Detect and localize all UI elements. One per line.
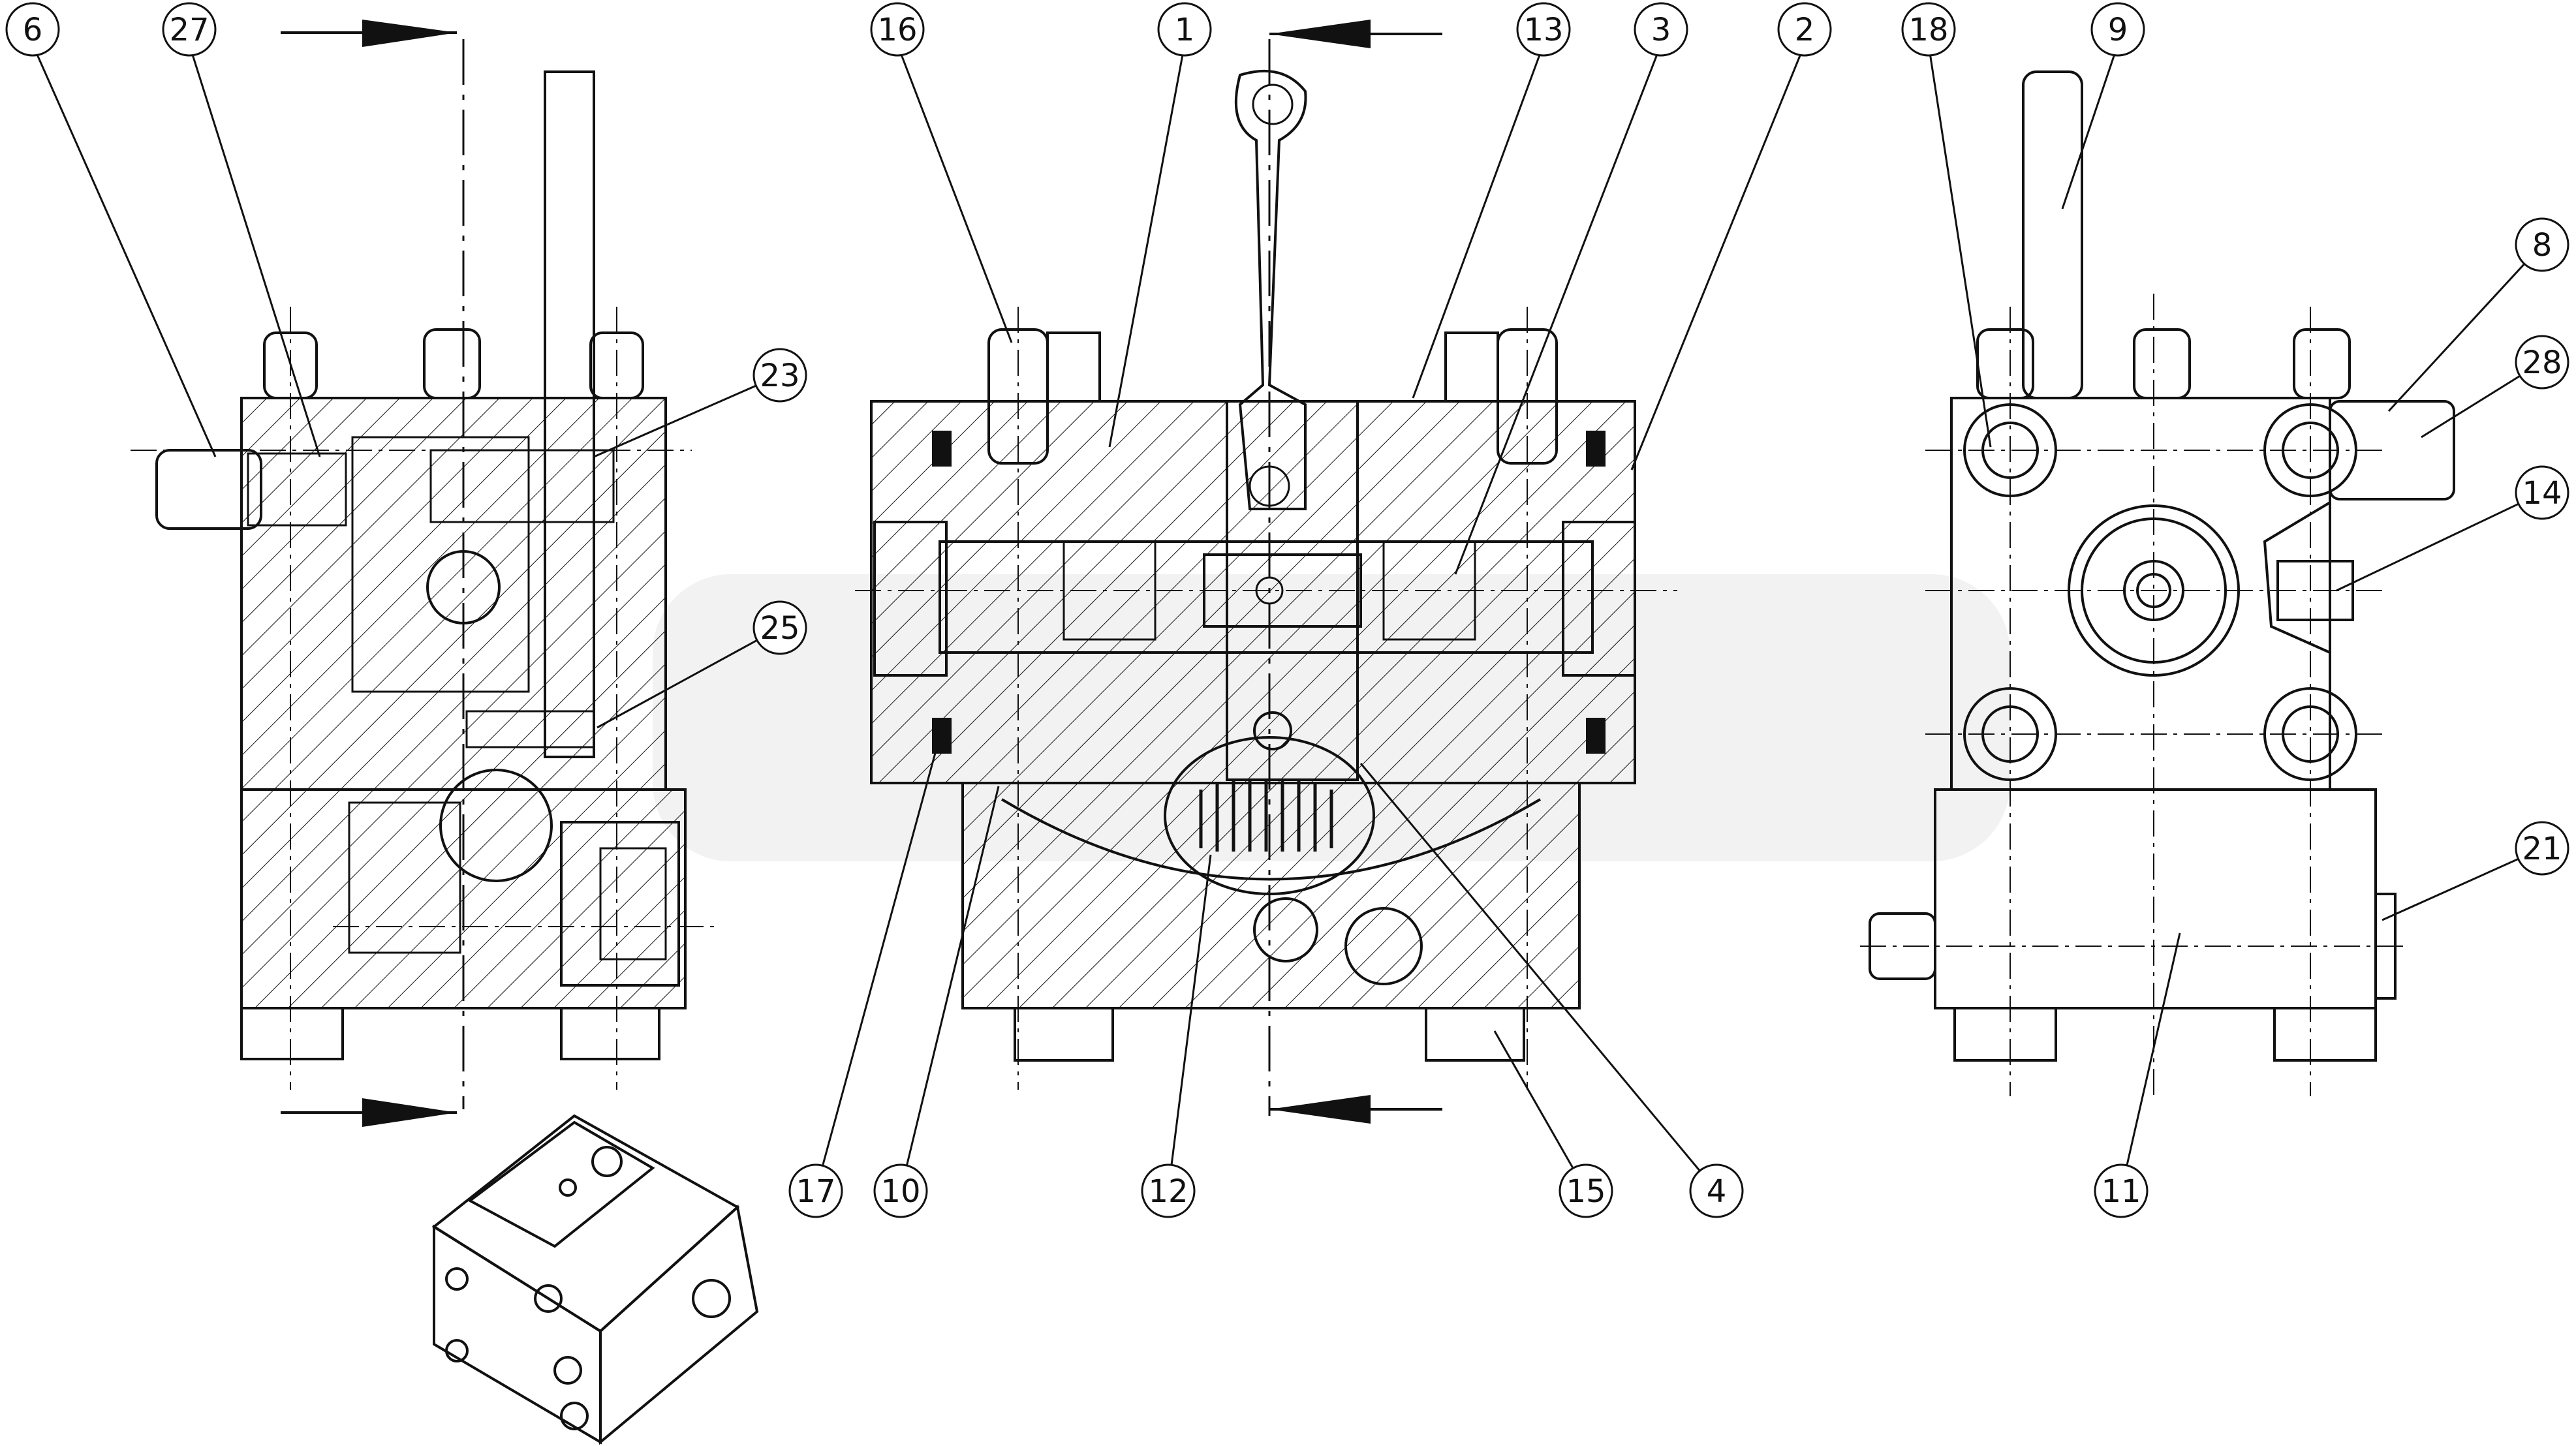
svg-text:27: 27 bbox=[169, 12, 209, 48]
left-section-view bbox=[131, 20, 718, 1127]
svg-text:12: 12 bbox=[1148, 1173, 1188, 1210]
callout-12: 12 bbox=[1141, 1163, 1196, 1218]
callout-10: 10 bbox=[873, 1163, 928, 1218]
svg-text:25: 25 bbox=[760, 610, 799, 647]
svg-text:10: 10 bbox=[880, 1173, 920, 1210]
callout-2: 2 bbox=[1777, 2, 1832, 57]
svg-text:15: 15 bbox=[1566, 1173, 1606, 1210]
svg-text:28: 28 bbox=[2522, 345, 2562, 381]
callout-9: 9 bbox=[2090, 2, 2145, 57]
svg-text:9: 9 bbox=[2108, 12, 2128, 48]
callout-28: 28 bbox=[2515, 335, 2569, 390]
svg-text:1: 1 bbox=[1175, 12, 1195, 48]
svg-text:6: 6 bbox=[23, 12, 43, 48]
svg-text:17: 17 bbox=[796, 1173, 835, 1210]
callout-16: 16 bbox=[870, 2, 925, 57]
svg-text:23: 23 bbox=[760, 358, 799, 394]
svg-text:21: 21 bbox=[2522, 831, 2562, 867]
callout-15: 15 bbox=[1559, 1163, 1613, 1218]
isometric-view bbox=[431, 1114, 759, 1445]
callout-14: 14 bbox=[2515, 465, 2569, 520]
svg-text:18: 18 bbox=[1908, 12, 1948, 48]
leader-lines bbox=[31, 44, 2543, 1192]
svg-text:2: 2 bbox=[1795, 12, 1815, 48]
callout-27: 27 bbox=[162, 2, 217, 57]
callout-11: 11 bbox=[2094, 1163, 2149, 1218]
callout-17: 17 bbox=[788, 1163, 843, 1218]
callout-4: 4 bbox=[1689, 1163, 1744, 1218]
svg-text:8: 8 bbox=[2532, 227, 2553, 264]
callout-3: 3 bbox=[1634, 2, 1688, 57]
callout-8: 8 bbox=[2515, 217, 2569, 272]
right-elevation-view bbox=[1860, 70, 2455, 1096]
svg-text:11: 11 bbox=[2101, 1173, 2141, 1210]
svg-text:13: 13 bbox=[1523, 12, 1563, 48]
callout-13: 13 bbox=[1516, 2, 1571, 57]
callout-25: 25 bbox=[753, 600, 807, 655]
svg-text:16: 16 bbox=[877, 12, 917, 48]
svg-text:14: 14 bbox=[2522, 475, 2562, 512]
middle-section-view bbox=[855, 20, 1677, 1124]
svg-text:3: 3 bbox=[1651, 12, 1671, 48]
callout-6: 6 bbox=[5, 2, 60, 57]
svg-text:4: 4 bbox=[1707, 1173, 1727, 1210]
callout-1: 1 bbox=[1157, 2, 1212, 57]
callout-18: 18 bbox=[1901, 2, 1956, 57]
callout-23: 23 bbox=[753, 348, 807, 403]
callout-21: 21 bbox=[2515, 821, 2569, 876]
